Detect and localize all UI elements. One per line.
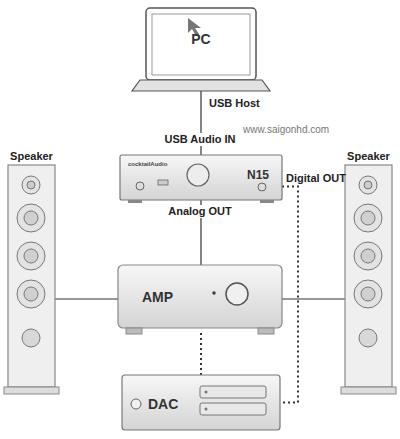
woofer-cone [24,249,38,263]
bass-port [359,329,377,347]
dotted-link [201,333,202,375]
headphone-jack [258,183,266,191]
amp-foot [126,328,142,334]
tweeter-dome [364,181,372,189]
laptop-base [132,80,270,91]
device-foot [128,200,142,203]
brand-text: cocktailAudio [128,161,167,168]
woofer-cone [361,211,375,225]
amp-foot [258,328,274,334]
connector-path [200,333,202,375]
speaker-node: Speaker [8,150,55,390]
connector-path [55,298,118,299]
tweeter-dome [27,181,35,189]
node-label: Speaker [347,150,390,162]
amp-chassis [118,265,282,328]
volume-knob [187,164,209,186]
node-label: DAC [148,397,178,412]
signal-label: USB Audio IN [150,133,250,146]
connector-path [282,298,345,299]
connector-path [280,187,298,403]
amp-knob [226,283,248,305]
node-label: AMP [142,290,173,305]
signal-label: Analog OUT [150,205,250,218]
usb-port [158,180,168,185]
dac-slot [200,403,266,415]
speaker-cabinet [8,165,55,387]
edge-label: USB Host [209,97,260,110]
n15-device [120,155,282,200]
speaker-base [341,387,396,394]
dac-chassis [122,375,280,430]
dac-button [131,399,141,409]
slot-dot [205,408,208,411]
speaker-base [4,387,59,394]
node-label: PC [146,32,256,47]
power-button [136,182,144,190]
amp-led [212,291,216,295]
woofer-cone [361,287,375,301]
dotted-link [280,187,298,403]
speaker-cabinet [345,165,392,387]
woofer-cone [24,211,38,225]
bass-port [22,329,40,347]
woofer-cone [361,249,375,263]
amp-box: AMP [118,265,282,333]
signal-label: Digital OUT [286,172,346,185]
cable-line [55,299,118,300]
dac-slot [200,386,266,398]
player-box: cocktailAudioN15 [120,155,282,200]
laptop-node: PC [146,8,256,80]
cable-line [282,299,345,300]
node-label: N15 [247,169,269,182]
woofer [354,204,382,232]
woofer-cone [24,287,38,301]
woofer [17,204,45,232]
laptop-screen [146,8,256,80]
woofer [354,242,382,270]
tweeter [359,176,377,194]
woofer [17,280,45,308]
speaker-node: Speaker [345,150,392,390]
woofer [354,280,382,308]
slot-dot [205,391,208,394]
device-foot [260,200,274,203]
woofer [17,242,45,270]
tweeter [22,176,40,194]
node-label: Speaker [10,150,53,162]
dac-box: DAC [122,375,280,430]
watermark: www.saigonhd.com [243,124,329,136]
